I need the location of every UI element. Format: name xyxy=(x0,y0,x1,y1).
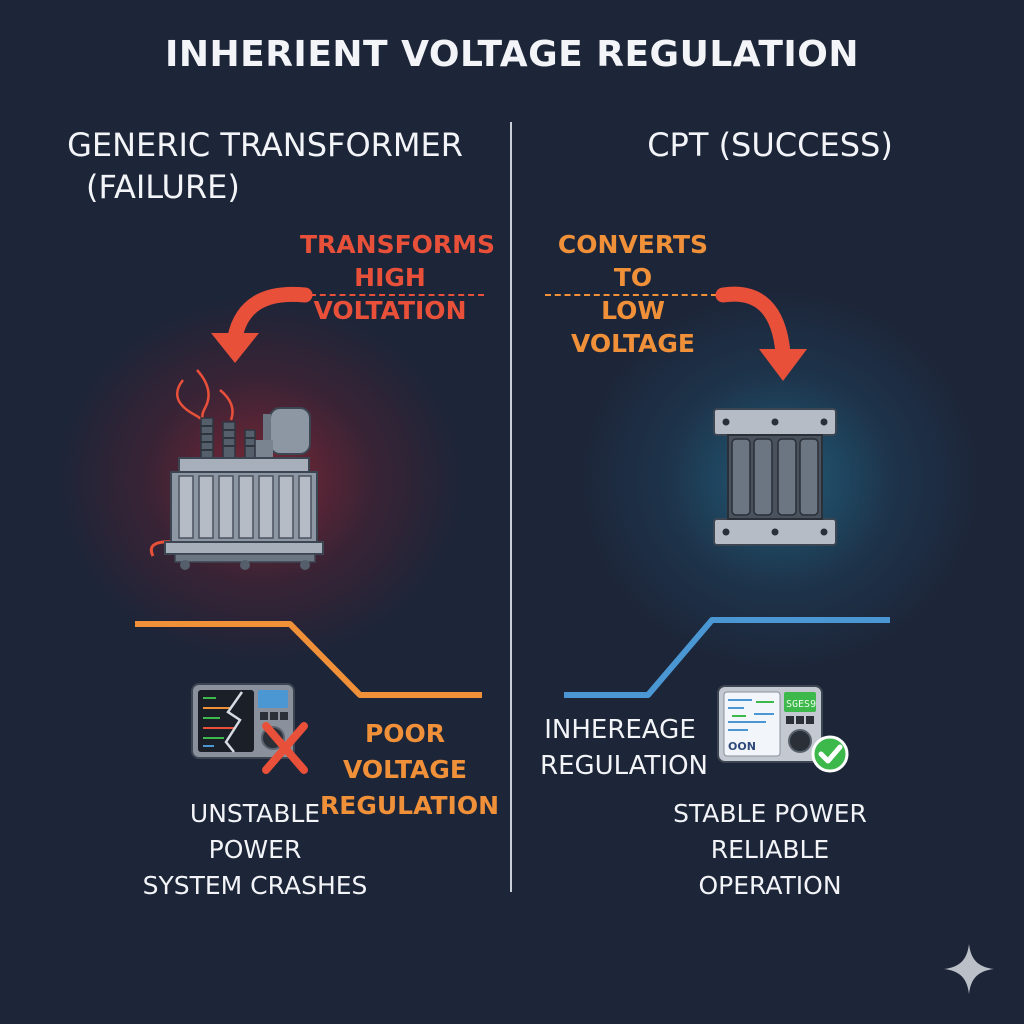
transformer-icon xyxy=(149,369,324,570)
curved-arrow-down-left-icon xyxy=(211,286,313,363)
curved-arrow-down-right-icon xyxy=(715,286,807,381)
left-heading-line1: GENERIC TRANSFORMER xyxy=(67,126,463,164)
right-heading: CPT (SUCCESS) xyxy=(647,126,893,164)
right-callout-underline xyxy=(545,294,717,296)
poor-regulation-label: POOR VOLTAGE REGULATION xyxy=(320,716,500,824)
failed-control-panel-icon xyxy=(191,683,308,774)
left-outcome-line1: UNSTABLE POWER xyxy=(189,799,321,864)
sparkle-icon xyxy=(944,944,994,994)
poor-regulation-line1: POOR VOLTAGE xyxy=(342,719,467,784)
poor-regulation-voltage-line xyxy=(135,621,482,698)
inhereage-regulation-label: INHEREAGE REGULATION xyxy=(540,712,708,784)
page-title: INHERIENT VOLTAGE REGULATION xyxy=(164,34,860,75)
left-outcome-line2: SYSTEM CRASHES xyxy=(142,871,368,900)
panel-text: OON xyxy=(728,740,756,753)
center-divider xyxy=(510,122,512,892)
left-outcome: UNSTABLE POWER SYSTEM CRASHES xyxy=(140,796,370,904)
right-callout: CONVERTS TO LOW VOLTAGE xyxy=(548,228,718,360)
left-heading-line2: (FAILURE) xyxy=(86,168,240,206)
stable-regulation-voltage-line xyxy=(564,617,890,698)
cpt-transformer-icon xyxy=(713,408,837,546)
right-outcome: STABLE POWER RELIABLE OPERATION xyxy=(650,796,890,904)
right-callout-line1: CONVERTS TO xyxy=(557,230,709,292)
inhereage-line2: REGULATION xyxy=(540,751,708,781)
left-callout: TRANSFORMS HIGH VOLTATION xyxy=(300,228,496,327)
stable-control-panel-icon: OON SGES9 xyxy=(717,685,849,773)
inhereage-line1: INHEREAGE xyxy=(544,715,696,745)
right-outcome-line2: RELIABLE OPERATION xyxy=(698,835,842,900)
right-callout-line2: LOW VOLTAGE xyxy=(570,296,695,358)
left-callout-underline xyxy=(300,294,484,296)
poor-regulation-line2: REGULATION xyxy=(320,791,500,820)
left-callout-line1: TRANSFORMS xyxy=(300,230,496,259)
panel-display: SGES9 xyxy=(786,699,816,710)
left-heading: GENERIC TRANSFORMER (FAILURE) xyxy=(60,124,470,208)
right-outcome-line1: STABLE POWER xyxy=(673,799,867,828)
left-callout-line2: HIGH VOLTATION xyxy=(313,263,467,325)
